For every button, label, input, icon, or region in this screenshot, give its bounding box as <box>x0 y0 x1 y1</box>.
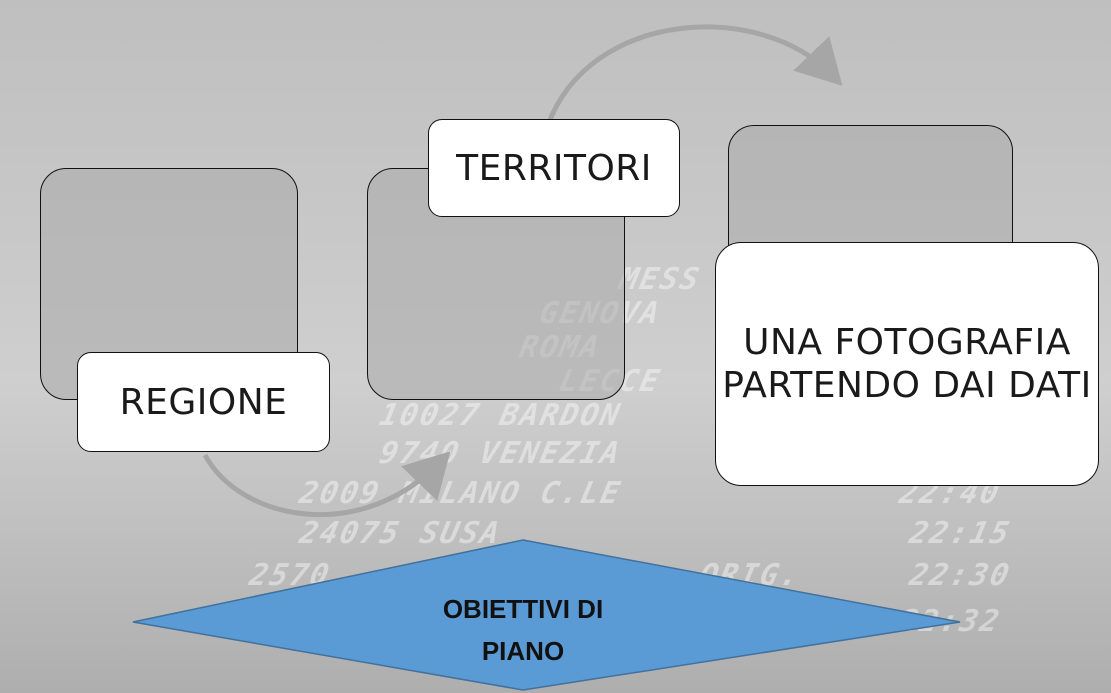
territori-label: TERRITORI <box>428 119 680 217</box>
regione-label: REGIONE <box>77 352 330 452</box>
objectives-diamond <box>132 539 961 691</box>
fotografia-label: UNA FOTOGRAFIA PARTENDO DAI DATI <box>715 242 1099 486</box>
objectives-label: OBIETTIVI DI PIANO <box>442 594 604 666</box>
arrow-territori-to-fotografia <box>545 24 843 126</box>
arrow-regione-to-territori <box>202 451 451 518</box>
